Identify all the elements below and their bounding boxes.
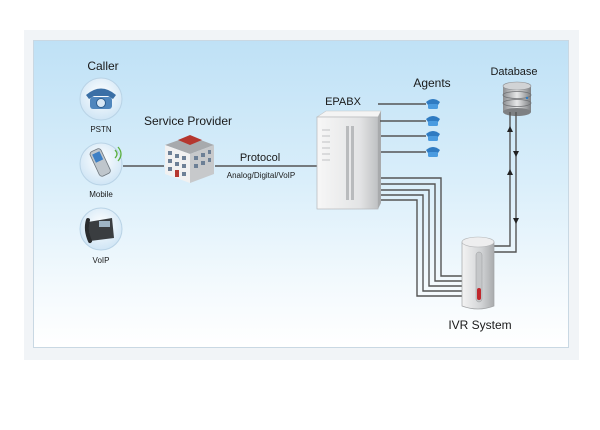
- mobile-node: Mobile: [79, 142, 123, 199]
- mobile-label: Mobile: [89, 190, 113, 199]
- protocol-label: Protocol: [240, 152, 280, 164]
- voip-node: VoIP: [79, 207, 123, 265]
- epabx-label: EPABX: [325, 96, 362, 108]
- agent-phone-icon: [426, 147, 440, 157]
- protocol-detail-label: Analog/Digital/VoIP: [227, 171, 296, 180]
- caller-label: Caller: [87, 59, 118, 73]
- data-flow-arrows: [507, 126, 519, 224]
- ivr-system-label: IVR System: [448, 318, 511, 332]
- rotary-phone-icon: [86, 88, 116, 109]
- pstn-node: PSTN: [79, 77, 123, 134]
- agent-lines: [378, 103, 426, 153]
- voip-phone-icon: [84, 218, 114, 243]
- agents-label: Agents: [413, 76, 450, 90]
- database-ivr-lines: [494, 112, 517, 253]
- epabx-server-icon: [316, 110, 382, 210]
- agent-phone-icon: [426, 99, 440, 109]
- database-label: Database: [490, 66, 537, 78]
- pstn-label: PSTN: [90, 125, 112, 134]
- service-provider-label: Service Provider: [144, 114, 232, 128]
- arrow-down-icon: [513, 218, 519, 224]
- ivr-server-icon: [461, 236, 495, 310]
- mobile-phone-icon: [89, 146, 122, 177]
- database-icon: [502, 81, 532, 116]
- epabx-ivr-lines: [381, 177, 462, 297]
- arrow-down-icon: [513, 151, 519, 157]
- building-icon: [165, 135, 214, 183]
- agent-phones: [426, 99, 440, 157]
- arrow-up-icon: [507, 126, 513, 132]
- agent-phone-icon: [426, 131, 440, 141]
- arrow-up-icon: [507, 169, 513, 175]
- agent-phone-icon: [426, 116, 440, 126]
- voip-label: VoIP: [93, 256, 110, 265]
